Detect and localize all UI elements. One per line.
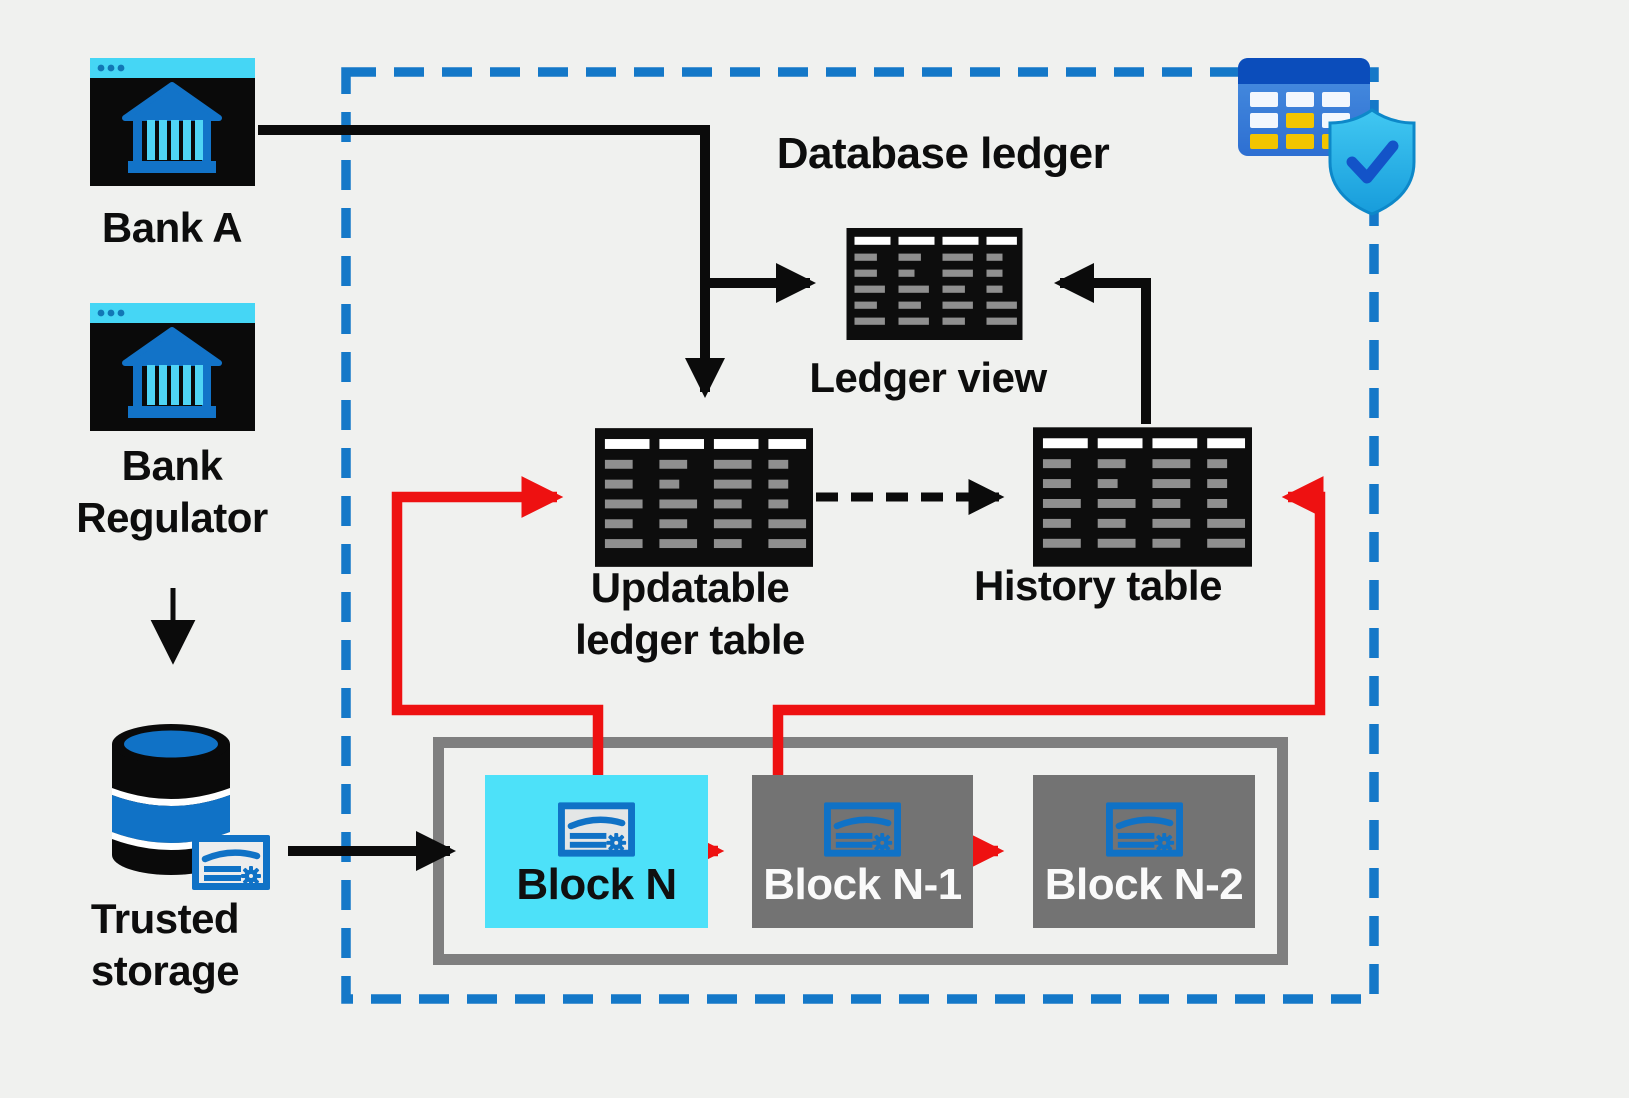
bank-a-label: Bank A bbox=[101, 204, 243, 251]
bank-regulator-label: Bank Regulator bbox=[76, 442, 268, 541]
edge-banka-to-updatable bbox=[258, 125, 725, 398]
bank-regulator-icon bbox=[90, 303, 255, 431]
block-n-1: Block N-1 bbox=[752, 775, 973, 928]
block-n: Block N bbox=[485, 775, 708, 928]
certificate-icon bbox=[824, 802, 901, 857]
block-n-2: Block N-2 bbox=[1033, 775, 1255, 928]
database-ledger-title: Database ledger bbox=[776, 129, 1110, 178]
table-shield-check-icon bbox=[1238, 58, 1416, 216]
certificate-icon bbox=[192, 835, 270, 890]
certificate-icon bbox=[1106, 802, 1183, 857]
ledger-view-label: Ledger view bbox=[809, 354, 1047, 401]
block-n-label: Block N bbox=[516, 860, 677, 909]
ledger-view-table-icon bbox=[846, 228, 1023, 340]
certificate-icon bbox=[558, 802, 635, 857]
trusted-storage-label: Trusted storage bbox=[90, 895, 240, 994]
history-table-label: History table bbox=[974, 562, 1222, 609]
bank-a-icon bbox=[90, 58, 255, 186]
history-table-icon bbox=[1033, 427, 1252, 567]
block-n-2-label: Block N-2 bbox=[1044, 860, 1244, 909]
block-n-1-label: Block N-1 bbox=[763, 860, 962, 909]
updatable-ledger-table-icon bbox=[595, 428, 813, 567]
updatable-ledger-table-label: Updatable ledger table bbox=[575, 564, 805, 663]
